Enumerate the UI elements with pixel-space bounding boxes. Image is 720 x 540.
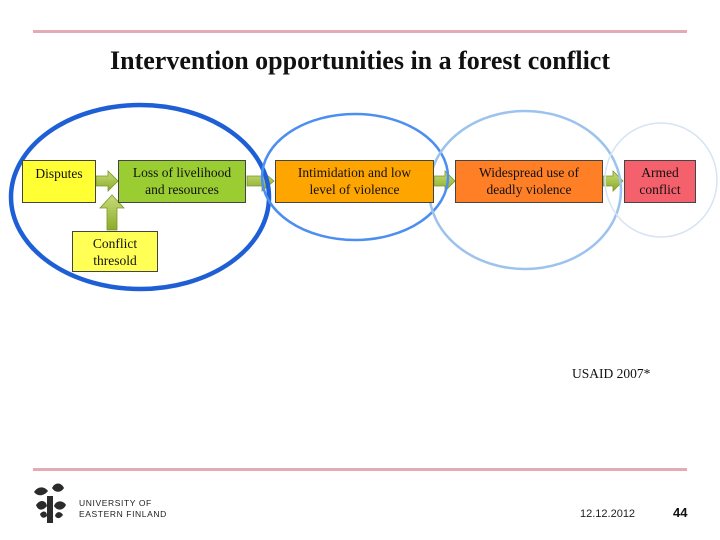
slide-title: Intervention opportunities in a forest c… (110, 46, 610, 75)
stage-intimidation: Intimidation and low level of violence (275, 160, 434, 203)
bottom-rule (33, 468, 687, 471)
page-number: 44 (673, 505, 688, 520)
intervention-oval-faint (604, 122, 718, 238)
threshold-line1: Conflict (92, 236, 138, 251)
stage-widespread-line2: deadly violence (486, 182, 572, 197)
arrow-right-icon (433, 170, 456, 192)
stage-livelihood-line2: and resources (145, 182, 219, 197)
stage-armed-line2: conflict (639, 182, 681, 197)
threshold-line2: thresold (93, 253, 137, 268)
stage-disputes-label: Disputes (35, 166, 83, 181)
university-name: UNIVERSITY OF EASTERN FINLAND (79, 498, 167, 520)
stage-armed: Armed conflict (624, 160, 696, 203)
stage-livelihood: Loss of livelihood and resources (118, 160, 246, 203)
stage-intimidation-line1: Intimidation and low (297, 165, 412, 180)
arrow-right-icon (95, 170, 119, 192)
stage-livelihood-line1: Loss of livelihood (132, 165, 232, 180)
intervention-oval-primary (8, 102, 272, 292)
university-name-line2: EASTERN FINLAND (79, 509, 167, 519)
stage-widespread-line1: Widespread use of (479, 165, 579, 180)
top-rule (33, 30, 687, 33)
intervention-oval-secondary (260, 112, 450, 242)
stage-disputes: Disputes (22, 160, 96, 203)
stage-widespread: Widespread use of deadly violence (455, 160, 603, 203)
slide-date: 12.12.2012 (580, 508, 636, 520)
source-citation: USAID 2007* (572, 366, 651, 381)
university-name-line1: UNIVERSITY OF (79, 498, 152, 508)
conflict-threshold: Conflict thresold (72, 231, 158, 272)
stage-intimidation-line2: level of violence (309, 182, 400, 197)
stage-armed-line1: Armed (641, 165, 679, 180)
